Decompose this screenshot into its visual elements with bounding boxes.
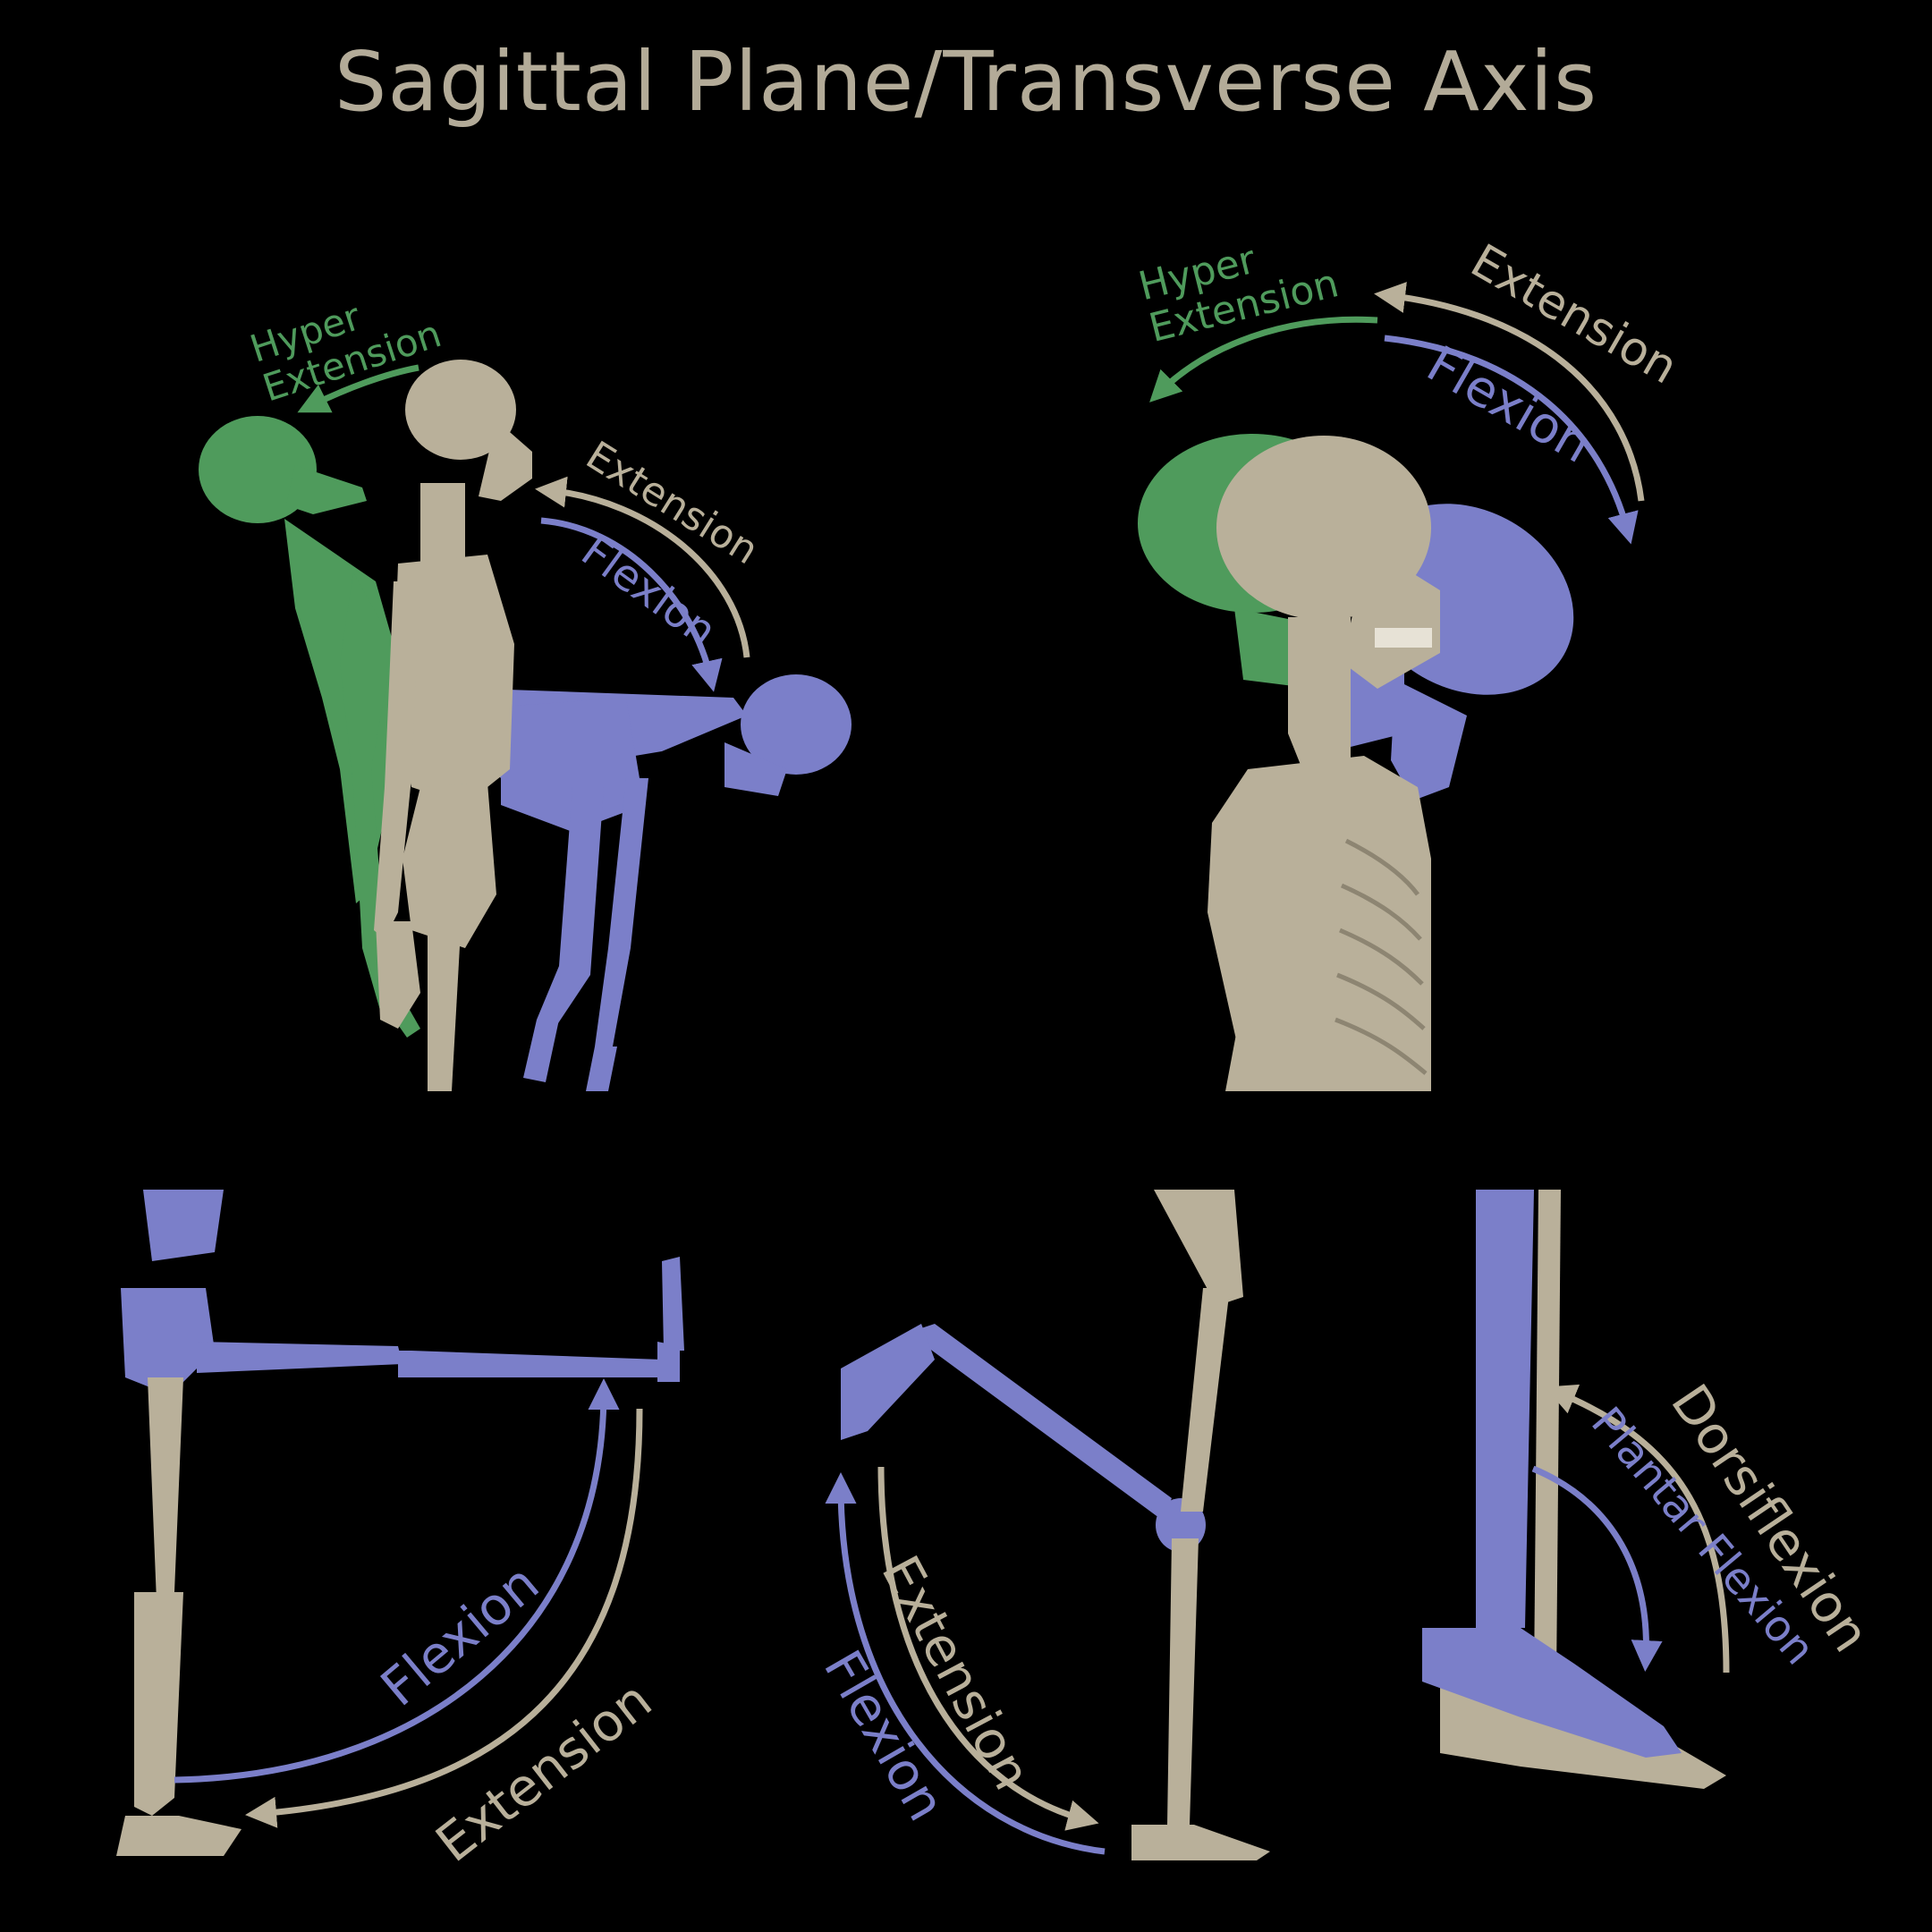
skull-neutral (1208, 436, 1440, 1091)
knee-flexion-arrow (825, 1472, 1106, 1855)
trunk-extension-arrow (535, 476, 750, 658)
neck-flexion-label: Flexion (1417, 335, 1600, 475)
hip-flexion-arrow (174, 1378, 620, 1784)
hip-extension-arrow (245, 1408, 643, 1828)
ankle-panel: Dorsiflexion Plantar Flexion (1422, 1190, 1882, 1789)
trunk-flexion-arrow (540, 517, 723, 692)
ankle-dorsiflexion-arrow (1545, 1384, 1730, 1674)
neck-hyperextension-arrow (1149, 316, 1378, 402)
diagram-title: Sagittal Plane/Transverse Axis (334, 34, 1598, 130)
foot-plantarflexed (1422, 1190, 1682, 1758)
trunk-hyperextension-arrow (297, 364, 419, 413)
trunk-panel: Hyper Extension Extension Flexion (199, 294, 852, 1091)
leg-neutral-knee (1131, 1190, 1270, 1860)
knee-panel: Extension Flexion (812, 1190, 1270, 1860)
leg-flexed (121, 1190, 684, 1395)
skeleton-flexed (483, 674, 852, 1091)
leg-neutral (116, 1377, 242, 1856)
leg-flexed-knee (841, 1324, 1206, 1552)
neck-flexion-arrow (1384, 335, 1639, 545)
ankle-plantarflexion-arrow (1531, 1465, 1663, 1672)
skeleton-neutral (374, 360, 532, 1091)
hip-panel: Flexion Extension (116, 1190, 684, 1874)
knee-extension-arrow (877, 1466, 1099, 1831)
neck-extension-arrow (1374, 282, 1645, 502)
ribcage-lines (1335, 838, 1428, 1075)
neck-hyperextension-label: Hyper Extension (1134, 219, 1343, 352)
neck-panel: Hyper Extension Extension Flexion (1134, 219, 1686, 1091)
